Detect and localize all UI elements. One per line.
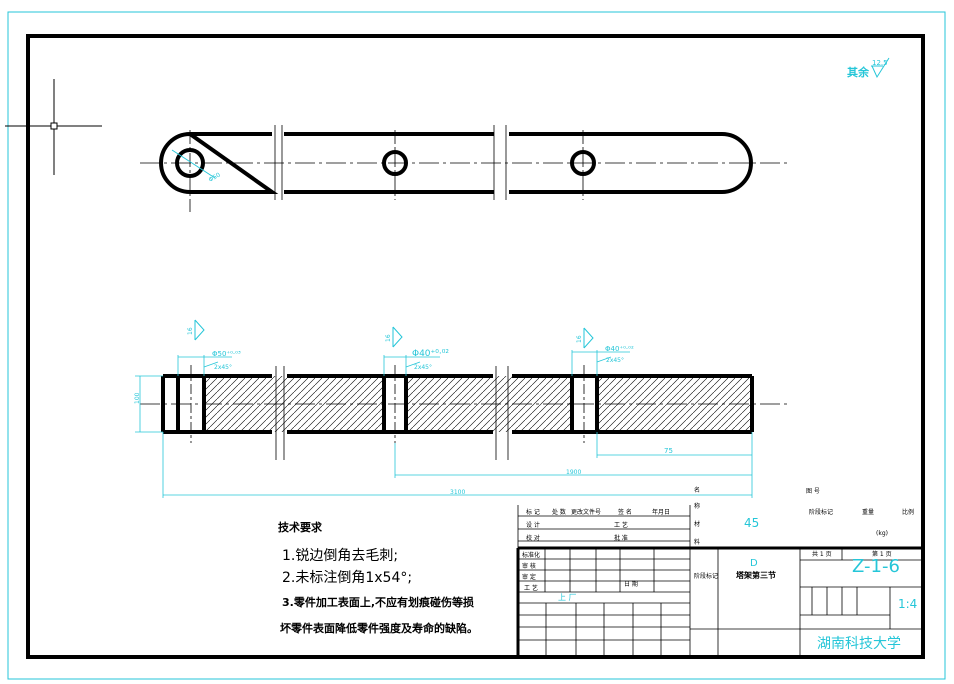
svg-text:名: 名 xyxy=(694,486,700,494)
svg-text:75: 75 xyxy=(664,447,673,455)
svg-text:2x45°: 2x45° xyxy=(214,364,232,371)
svg-text:材: 材 xyxy=(694,520,700,528)
svg-text:Φ50⁺⁰·⁰³: Φ50⁺⁰·⁰³ xyxy=(212,350,241,358)
svg-text:16: 16 xyxy=(576,335,583,343)
svg-text:共 1 页: 共 1 页 xyxy=(812,550,832,558)
svg-text:处 数: 处 数 xyxy=(552,508,566,516)
top-view: Φ50 xyxy=(140,125,790,212)
svg-text:重量: 重量 xyxy=(862,508,874,516)
university-name: 湖南科技大学 xyxy=(817,636,901,652)
svg-text:比例: 比例 xyxy=(902,508,914,516)
svg-text:3100: 3100 xyxy=(450,489,465,496)
svg-text:审 定: 审 定 xyxy=(522,573,536,581)
svg-text:1.锐边倒角去毛刺;: 1.锐边倒角去毛刺; xyxy=(282,548,398,564)
svg-text:更改文件号: 更改文件号 xyxy=(571,508,601,516)
svg-text:上 厂: 上 厂 xyxy=(558,593,577,602)
svg-text:称: 称 xyxy=(694,502,700,510)
svg-text:2x45°: 2x45° xyxy=(414,364,432,371)
svg-text:2x45°: 2x45° xyxy=(606,357,624,364)
svg-text:第 1 页: 第 1 页 xyxy=(872,550,892,558)
svg-text:标准化: 标准化 xyxy=(522,551,540,559)
svg-text:Φ40⁺⁰·⁰²: Φ40⁺⁰·⁰² xyxy=(605,345,634,353)
svg-text:工 艺: 工 艺 xyxy=(524,584,538,592)
svg-text:校 对: 校 对 xyxy=(526,534,540,542)
svg-text:图 号: 图 号 xyxy=(806,488,820,495)
svg-text:工 艺: 工 艺 xyxy=(614,521,628,529)
material-value: 45 xyxy=(744,516,759,530)
hole-middle xyxy=(382,150,408,176)
svg-text:标 记: 标 记 xyxy=(526,508,540,516)
svg-text:阶段标记: 阶段标记 xyxy=(809,508,833,516)
svg-text:1900: 1900 xyxy=(566,469,581,476)
svg-text:批 准: 批 准 xyxy=(614,534,628,542)
part-name: 塔架第三节 xyxy=(736,570,776,580)
svg-text:16: 16 xyxy=(385,334,392,342)
svg-text:3.零件加工表面上,不应有划痕碰伤等损: 3.零件加工表面上,不应有划痕碰伤等损 xyxy=(282,595,474,609)
svg-text:日 期: 日 期 xyxy=(624,580,638,588)
roughness-symbol: 其余 12.5 xyxy=(847,57,890,79)
svg-text:D: D xyxy=(750,558,758,569)
svg-text:2.未标注倒角1x54°;: 2.未标注倒角1x54°; xyxy=(282,570,412,586)
technical-requirements: 技术要求 1.锐边倒角去毛刺; 2.未标注倒角1x54°; 3.零件加工表面上,… xyxy=(278,520,478,635)
hole-right xyxy=(570,150,596,176)
svg-text:料: 料 xyxy=(694,538,700,546)
section-view: 16 16 16 Φ50⁺⁰·⁰³ Φ40⁺⁰·⁰² Φ40⁺⁰·⁰² 2x45… xyxy=(134,319,790,498)
notes-title: 技术要求 xyxy=(278,520,323,534)
svg-text:100: 100 xyxy=(134,392,141,404)
crosshair-cursor xyxy=(5,79,102,175)
svg-text:审 核: 审 核 xyxy=(522,562,536,570)
svg-text:阶段标记: 阶段标记 xyxy=(694,572,718,580)
svg-text:16: 16 xyxy=(187,327,194,335)
svg-text:12.5: 12.5 xyxy=(872,59,888,67)
svg-text:Φ50: Φ50 xyxy=(208,171,222,183)
svg-text:坏零件表面降低零件强度及寿命的缺陷。: 坏零件表面降低零件强度及寿命的缺陷。 xyxy=(280,621,478,635)
drawing-frame xyxy=(26,34,925,659)
svg-text:Φ40⁺⁰·⁰²: Φ40⁺⁰·⁰² xyxy=(412,349,449,359)
svg-text:年月日: 年月日 xyxy=(652,508,670,516)
svg-text:其余: 其余 xyxy=(847,65,870,79)
drawing-scale: 1:4 xyxy=(898,597,917,611)
drawing-number: Z-1-6 xyxy=(852,556,900,577)
svg-text:(kg): (kg) xyxy=(876,530,888,537)
title-block: 标 记 处 数 更改文件号 签 名 年月日 设 计 工 艺 校 对 批 准 标准… xyxy=(516,486,922,657)
svg-text:设 计: 设 计 xyxy=(526,521,540,529)
sheet-outer-border xyxy=(7,11,946,680)
svg-text:签 名: 签 名 xyxy=(618,508,632,516)
